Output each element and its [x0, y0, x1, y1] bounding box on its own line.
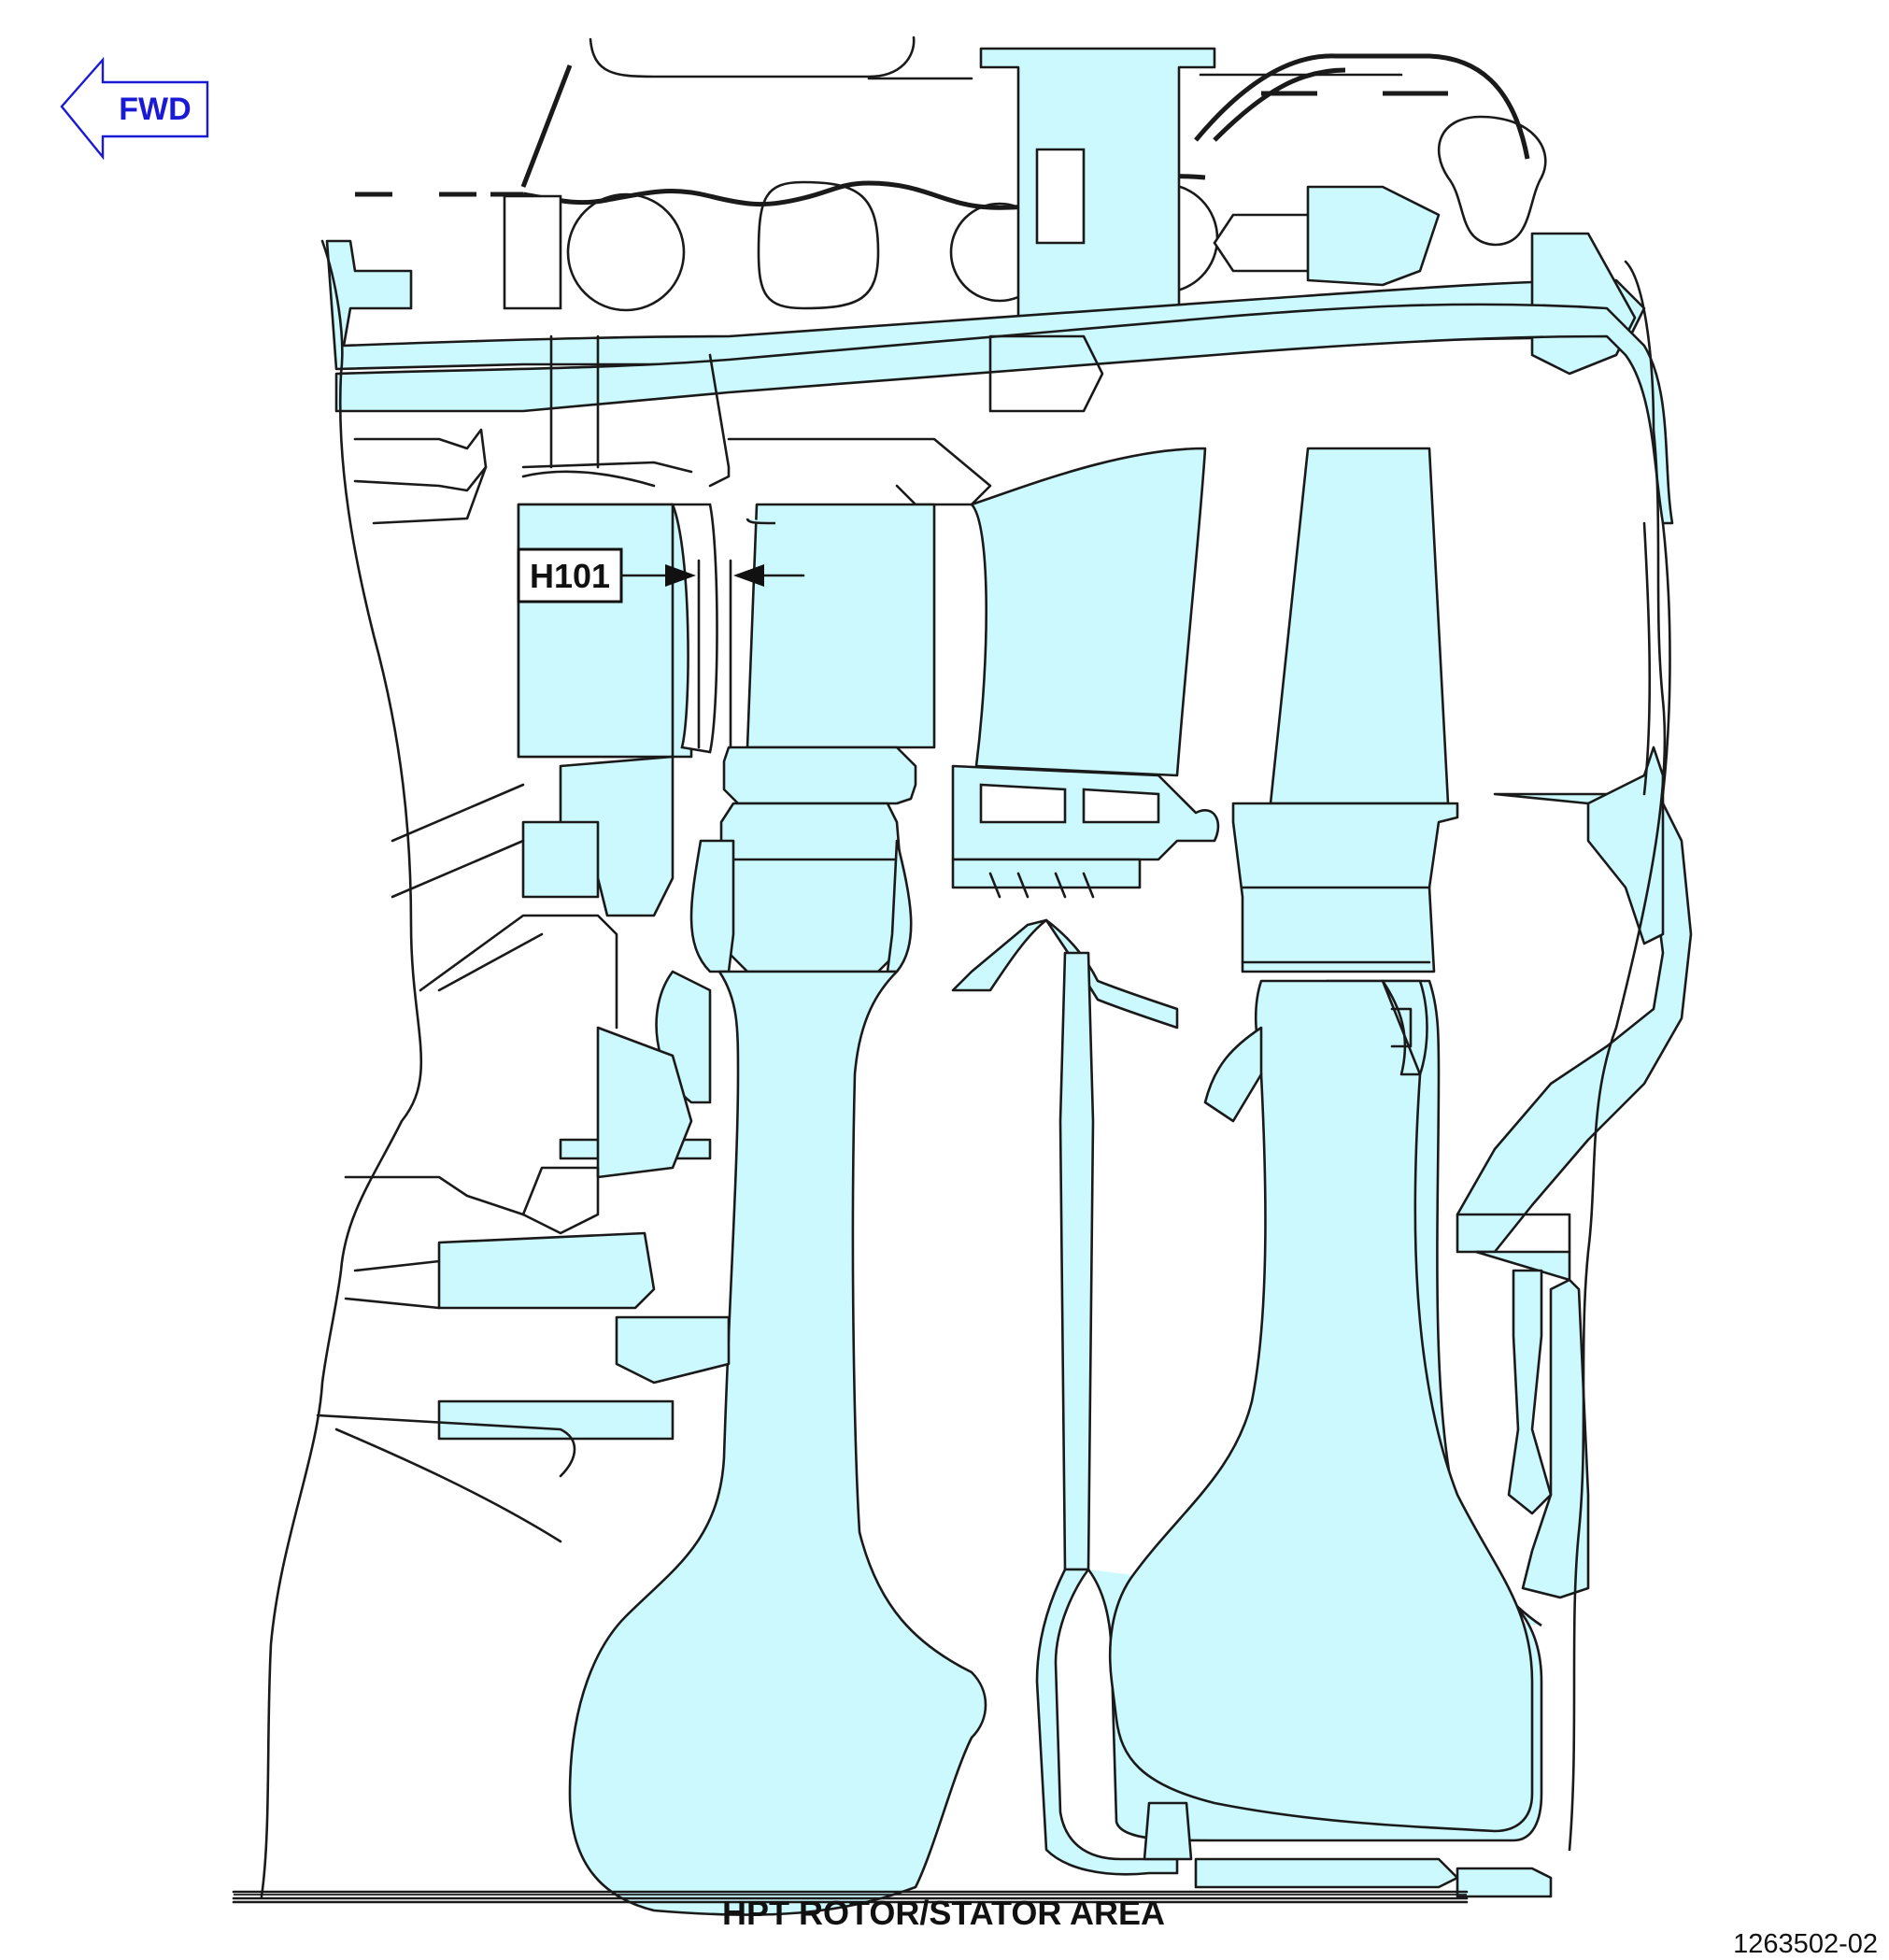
- outer-silhouette: [260, 239, 1667, 1898]
- vane-gap: [517, 503, 718, 759]
- stage2-vane-airfoil: [970, 447, 1207, 777]
- rotor-shaft-flange: [232, 1801, 1553, 1904]
- h101-callout: H101: [517, 547, 805, 749]
- aft-frame-structure: [1390, 521, 1693, 1599]
- stage1-blade-platform: [689, 746, 917, 973]
- stage2-disk: [1108, 979, 1534, 1833]
- forward-seal-structure: [316, 755, 693, 1543]
- figure-number: 1263502-02: [1733, 1929, 1878, 1959]
- fwd-arrow: FWD: [60, 56, 209, 161]
- stage1-blade-airfoil: [746, 503, 936, 749]
- stage2-blade-airfoil: [1269, 447, 1450, 805]
- fwd-label: FWD: [119, 92, 191, 127]
- figure-caption: HPT ROTOR/STATOR AREA: [722, 1894, 1165, 1932]
- h101-label: H101: [530, 557, 610, 595]
- stage2-blade-platform: [1231, 802, 1459, 973]
- stage1-disk: [437, 970, 987, 1916]
- stator-shroud-band: [325, 47, 1674, 525]
